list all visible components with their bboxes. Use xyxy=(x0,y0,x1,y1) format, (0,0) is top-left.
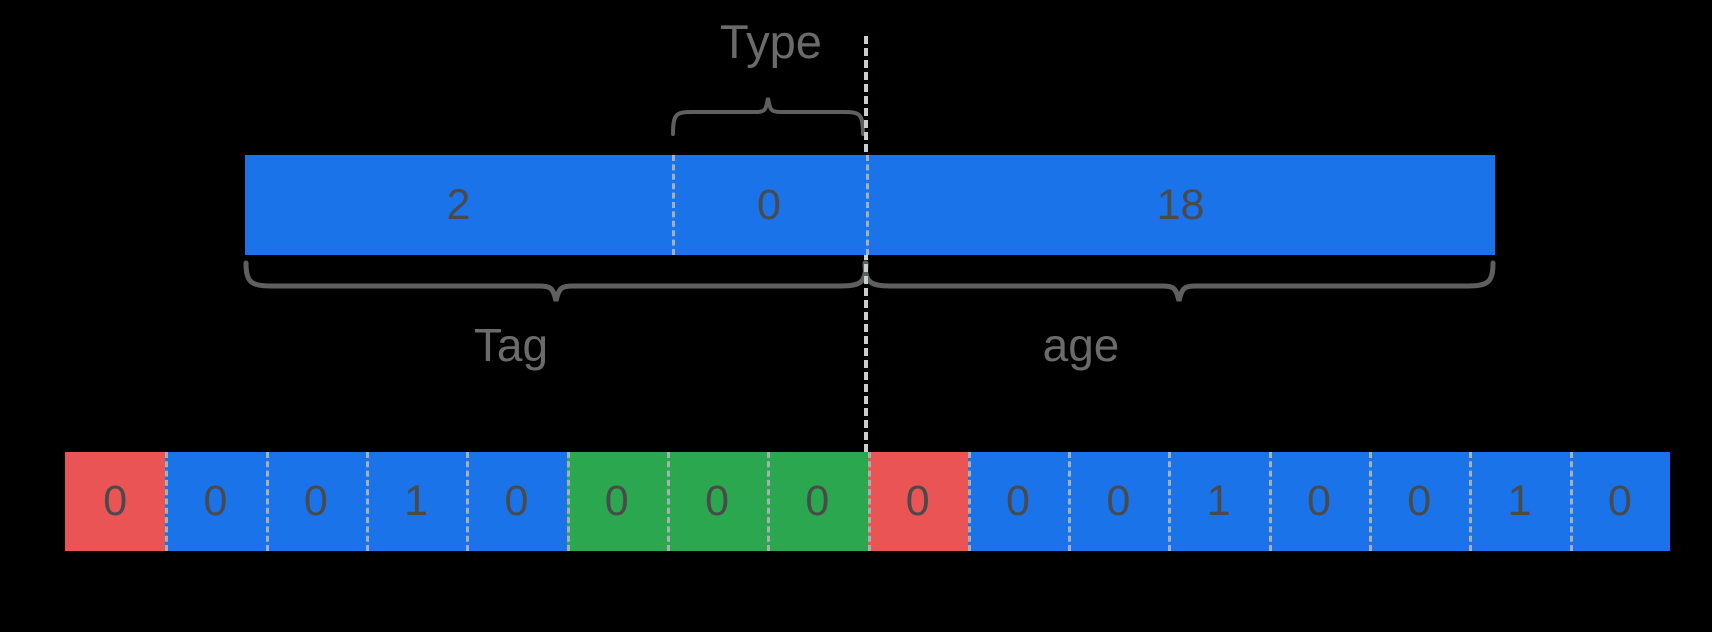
bit-cell: 0 xyxy=(967,452,1069,551)
top-segment-tag-high: 2 xyxy=(245,155,672,255)
bit-value: 0 xyxy=(504,477,529,525)
top-segment-age: 18 xyxy=(866,155,1495,255)
bit-value: 0 xyxy=(1106,477,1131,525)
bit-cell: 0 xyxy=(867,452,968,551)
bit-cell: 1 xyxy=(1469,452,1570,551)
bit-cell: 0 xyxy=(466,452,567,551)
bit-value: 0 xyxy=(303,477,328,525)
top-segment-type: 0 xyxy=(672,155,866,255)
bit-value: 1 xyxy=(404,477,429,525)
type-brace xyxy=(670,96,866,136)
bit-value: 0 xyxy=(1607,477,1632,525)
type-label: Type xyxy=(720,15,822,68)
bit-value: 1 xyxy=(1206,477,1231,525)
bit-value: 0 xyxy=(103,477,128,525)
bit-cell: 0 xyxy=(666,452,768,551)
bit-cell: 1 xyxy=(1168,452,1269,551)
tag-label: Tag xyxy=(473,319,549,371)
bit-cell: 0 xyxy=(566,452,667,551)
bit-cell: 0 xyxy=(165,452,266,551)
top-segment-value: 2 xyxy=(446,180,471,229)
bit-cell: 0 xyxy=(65,452,166,551)
bit-cell: 0 xyxy=(767,452,868,551)
bit-value: 0 xyxy=(1407,477,1432,525)
top-segment-value: 18 xyxy=(1156,180,1205,229)
bit-cell: 0 xyxy=(1068,452,1169,551)
bit-value: 0 xyxy=(604,477,629,525)
bit-value: 0 xyxy=(905,477,930,525)
bit-value: 0 xyxy=(805,477,830,525)
bit-value: 0 xyxy=(705,477,729,525)
bit-value: 1 xyxy=(1507,477,1532,525)
bit-value: 0 xyxy=(203,477,228,525)
bit-value: 0 xyxy=(1306,477,1331,525)
age-brace xyxy=(862,260,1496,304)
top-value-bar: 2 0 18 xyxy=(245,155,1495,255)
tag-brace xyxy=(243,260,869,304)
bit-cell: 0 xyxy=(1369,452,1470,551)
bit-value: 0 xyxy=(1006,477,1030,525)
bit-cell: 0 xyxy=(1268,452,1370,551)
age-label: age xyxy=(1042,319,1120,371)
bit-cell: 0 xyxy=(265,452,366,551)
bit-cell: 1 xyxy=(365,452,467,551)
bit-cell: 0 xyxy=(1569,452,1670,551)
field-split-dashed-line xyxy=(864,36,868,548)
top-segment-value: 0 xyxy=(757,180,781,229)
bit-row: 0 0 0 1 0 0 0 0 0 0 0 1 0 0 1 0 xyxy=(65,452,1670,551)
